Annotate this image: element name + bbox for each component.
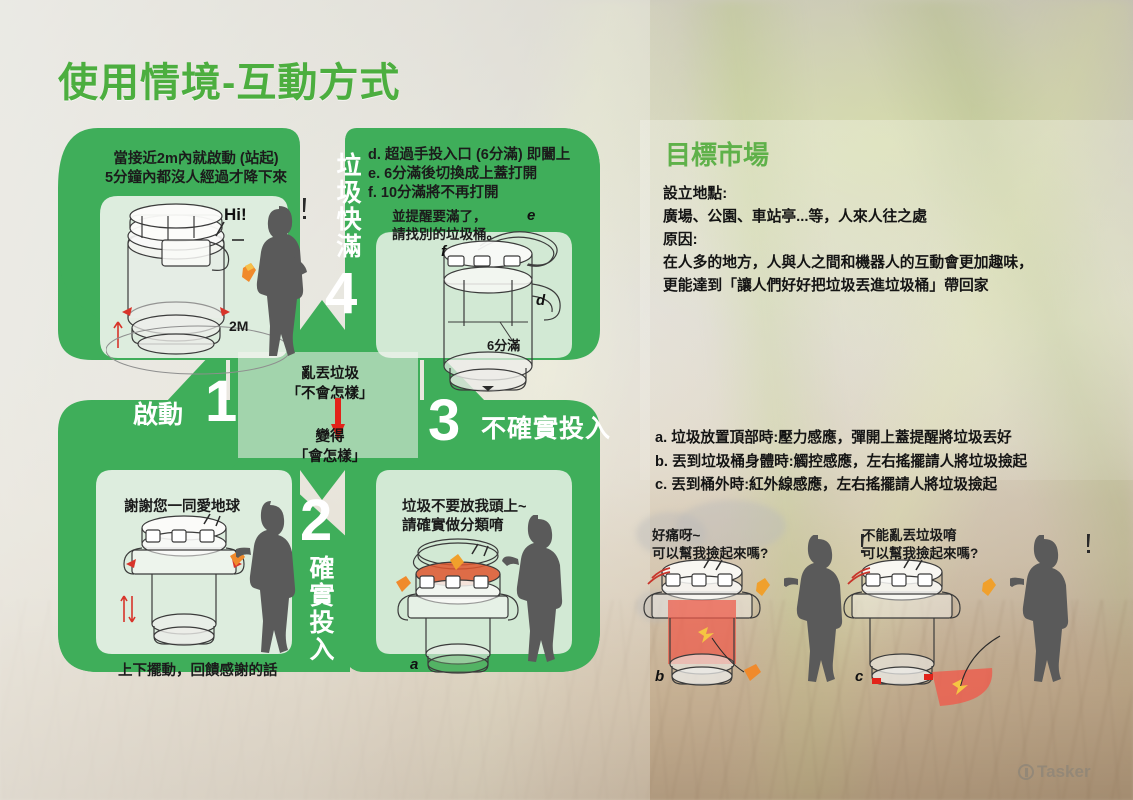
scene-c-exclamation-icon xyxy=(1087,534,1090,553)
step3-caption: 垃圾不要放我頭上~ 請確實做分類唷 xyxy=(402,499,527,535)
step1-label: 啟動 xyxy=(133,401,184,429)
step4-note: 並提醒要滿了， 請找別的垃圾桶。 xyxy=(392,209,500,242)
step1-exclamation-icon xyxy=(303,198,306,219)
step4-bin-illustration xyxy=(443,231,561,392)
step2-number: 2 xyxy=(300,488,333,553)
step3-marker-a: a xyxy=(410,656,419,673)
scene-b-litter-in-hand xyxy=(756,578,770,596)
center-before-text: 亂丟垃圾 「不會怎樣」 xyxy=(286,366,374,402)
page-title: 使用情境-互動方式 xyxy=(58,61,401,105)
person-silhouette-3 xyxy=(502,515,563,662)
step4-marker-d: d xyxy=(536,292,546,309)
step2-bin-illustration xyxy=(120,513,245,646)
step1-bin-illustration xyxy=(106,203,291,375)
step3-number: 3 xyxy=(428,388,461,453)
watermark-logo: Tasker xyxy=(1018,762,1091,782)
step4-fill-label: 6分滿 xyxy=(487,338,521,353)
scene-b-marker: b xyxy=(655,668,665,685)
person-silhouette-2 xyxy=(236,501,296,653)
speech-puff-b-2 xyxy=(676,500,786,552)
person-silhouette-1 xyxy=(256,206,307,356)
tasker-mark-icon xyxy=(1018,764,1034,780)
step3-bin-illustration xyxy=(396,538,519,674)
center-after-text: 變得 「會怎樣」 xyxy=(293,429,367,465)
step4-marker-f: f xyxy=(441,243,446,260)
step2-label: 確實投入 xyxy=(306,555,334,663)
scene-b-bin-illustration xyxy=(643,557,761,686)
step4-caption: d. 超過手投入口 (6分滿) 即闔上 e. 6分滿後切換成上蓋打開 f. 10… xyxy=(368,147,571,202)
right-overlay-wash xyxy=(640,120,1133,480)
step3-label: 不確實投入 xyxy=(481,415,612,443)
scene-b-exclamation-icon xyxy=(861,534,864,553)
speech-puff-b-1 xyxy=(636,512,706,556)
step1-caption: 當接近2m內就啟動 (站起) 5分鐘內都沒人經過才降下來 xyxy=(104,151,288,187)
scene-c-litter-in-hand xyxy=(982,578,996,596)
right-panel-body: 設立地點: 廣場、公園、車站亭...等，人來人往之處 原因: 在人多的地方，人與… xyxy=(663,186,1033,294)
watermark-text: Tasker xyxy=(1037,762,1091,781)
step4-label: 垃圾快滿 xyxy=(333,152,361,260)
step1-speech-hi: Hi! xyxy=(224,205,247,224)
step4-number: 4 xyxy=(325,261,358,326)
litter-item-1 xyxy=(242,263,256,282)
step4-marker-e: e xyxy=(527,207,536,224)
scene-c-bin-illustration xyxy=(843,557,1001,706)
right-panel-title: 目標市場 xyxy=(665,140,770,170)
step1-number: 1 xyxy=(205,369,238,434)
step2-caption-top: 謝謝您一同愛地球 xyxy=(124,499,240,515)
step2-caption-bottom: 上下擺動，回饋感謝的話 xyxy=(118,663,278,679)
person-silhouette-b xyxy=(784,535,843,682)
scene-c-marker: c xyxy=(855,668,864,685)
scene-c-speech: 不能亂丟垃圾唷 可以幫我撿起來嗎? xyxy=(862,528,979,561)
step1-distance-label: 2M xyxy=(229,318,249,334)
center-red-arrow-icon xyxy=(331,398,345,440)
person-silhouette-c xyxy=(1010,535,1069,682)
sensor-list: a. 垃圾放置頂部時:壓力感應，彈開上蓋提醒將垃圾丟好 b. 丟到垃圾桶身體時:… xyxy=(655,430,1028,494)
scene-b-speech: 好痛呀~ 可以幫我撿起來嗎? xyxy=(652,528,769,561)
